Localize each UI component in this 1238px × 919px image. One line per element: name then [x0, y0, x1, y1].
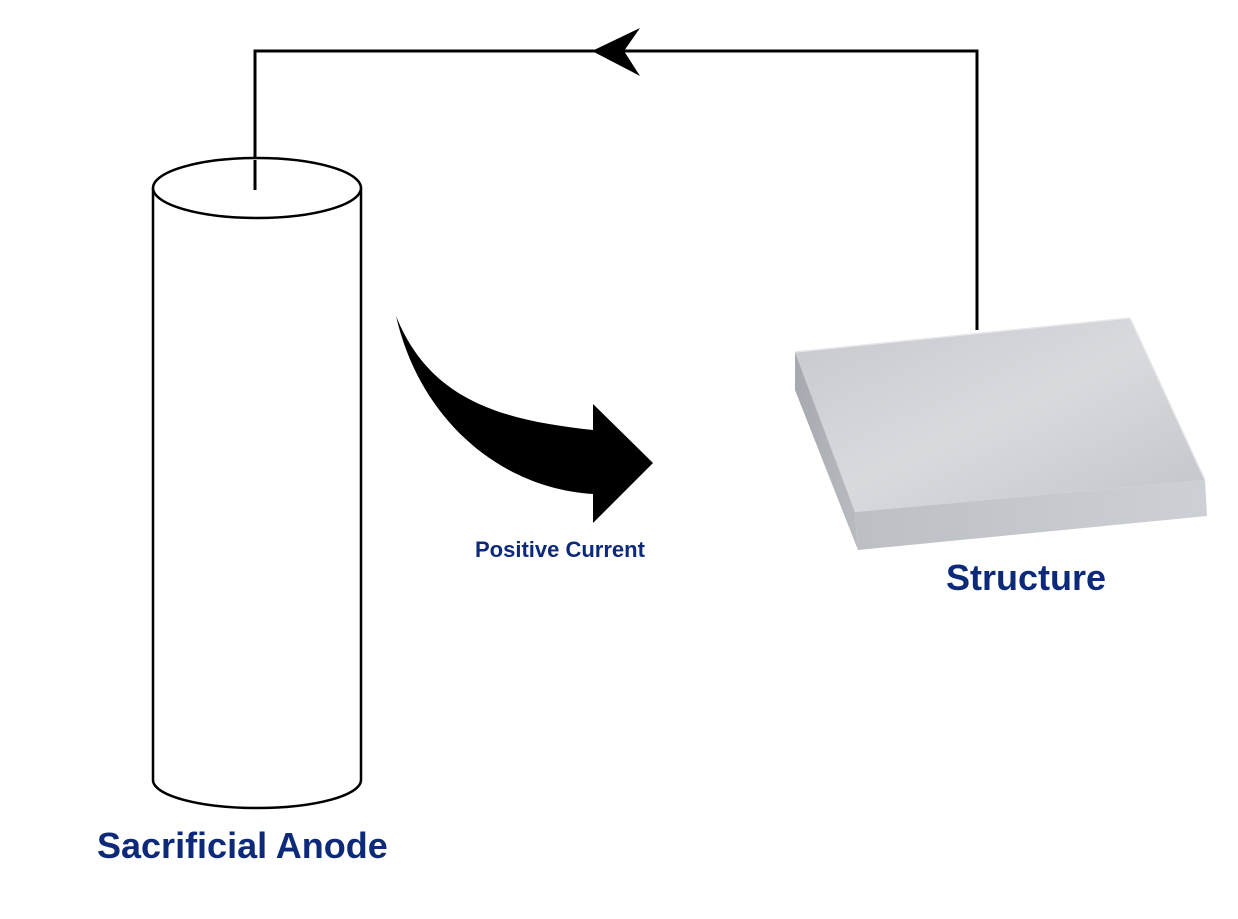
- structure-plate: [794, 317, 1207, 550]
- arrowhead-left-icon: [592, 28, 640, 76]
- curved-arrow-icon: [396, 316, 653, 523]
- anode-cylinder: [151, 156, 363, 810]
- positive-current-label: Positive Current: [475, 537, 645, 562]
- structure-label: Structure: [946, 557, 1107, 598]
- wire: [253, 49, 979, 330]
- sacrificial-anode-label: Sacrificial Anode: [97, 825, 388, 866]
